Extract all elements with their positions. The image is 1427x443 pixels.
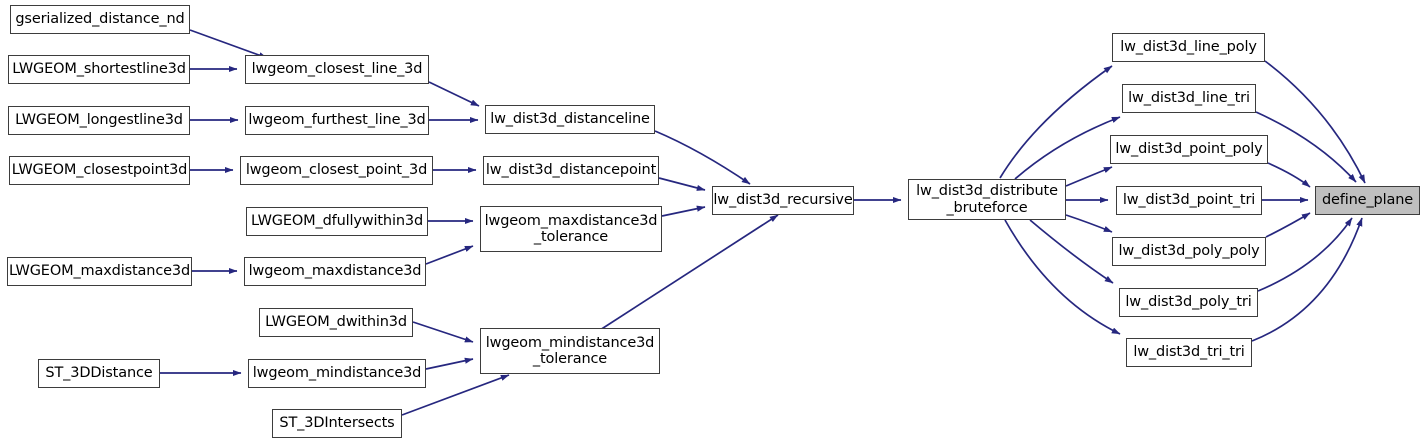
edge-lw_dist3d_distanceline-lw_dist3d_recursive xyxy=(654,130,751,185)
edge-lwgeom_maxdistance3d-lwgeom_maxdistance3d_tolerance xyxy=(425,245,474,265)
edge-lwgeom_closest_line_3d-lw_dist3d_distanceline xyxy=(428,81,480,107)
graph-node-ST_3DDistance[interactable]: ST_3DDistance xyxy=(38,359,160,388)
edge-lw_dist3d_distancepoint-lw_dist3d_recursive xyxy=(658,177,706,191)
graph-node-lwgeom_maxdistance3d_tolerance[interactable]: lwgeom_maxdistance3d _tolerance xyxy=(480,206,662,252)
graph-node-lw_dist3d_distribute_bruteforce[interactable]: lw_dist3d_distribute _bruteforce xyxy=(908,179,1066,220)
graph-node-define_plane[interactable]: define_plane xyxy=(1315,186,1420,215)
graph-node-lwgeom_mindistance3d[interactable]: lwgeom_mindistance3d xyxy=(248,359,426,388)
edge-lw_dist3d_distribute_bruteforce-lw_dist3d_line_poly xyxy=(999,65,1113,179)
graph-node-lwgeom_furthest_line_3d[interactable]: lwgeom_furthest_line_3d xyxy=(245,106,429,135)
graph-node-lw_dist3d_poly_tri[interactable]: lw_dist3d_poly_tri xyxy=(1119,288,1258,317)
edge-gserialized_distance_nd-lwgeom_closest_line_3d xyxy=(189,29,268,59)
graph-node-lwgeom_closest_point_3d[interactable]: lwgeom_closest_point_3d xyxy=(240,156,433,185)
edge-lw_dist3d_poly_poly-define_plane xyxy=(1265,212,1311,238)
edge-lw_dist3d_tri_tri-define_plane xyxy=(1251,217,1363,342)
graph-node-lw_dist3d_point_tri[interactable]: lw_dist3d_point_tri xyxy=(1116,186,1262,215)
graph-node-lw_dist3d_point_poly[interactable]: lw_dist3d_point_poly xyxy=(1110,135,1268,164)
edge-LWGEOM_dwithin3d-lwgeom_mindistance3d_tolerance xyxy=(412,321,474,343)
graph-node-ST_3DIntersects[interactable]: ST_3DIntersects xyxy=(272,409,402,438)
edge-lw_dist3d_distribute_bruteforce-lw_dist3d_line_tri xyxy=(1014,116,1121,180)
graph-node-lw_dist3d_recursive[interactable]: lw_dist3d_recursive xyxy=(712,186,854,215)
graph-node-lw_dist3d_distancepoint[interactable]: lw_dist3d_distancepoint xyxy=(483,156,659,185)
graph-node-LWGEOM_dwithin3d[interactable]: LWGEOM_dwithin3d xyxy=(259,308,413,337)
edge-lw_dist3d_point_poly-define_plane xyxy=(1267,162,1311,188)
graph-node-lw_dist3d_poly_poly[interactable]: lw_dist3d_poly_poly xyxy=(1112,237,1266,266)
graph-node-lw_dist3d_line_tri[interactable]: lw_dist3d_line_tri xyxy=(1122,84,1256,113)
graph-node-LWGEOM_longestline3d[interactable]: LWGEOM_longestline3d xyxy=(8,106,190,135)
edge-lwgeom_mindistance3d-lwgeom_mindistance3d_tolerance xyxy=(425,357,474,370)
edge-lw_dist3d_distribute_bruteforce-lw_dist3d_tri_tri xyxy=(1004,219,1121,335)
edge-lw_dist3d_line_poly-define_plane xyxy=(1264,60,1366,184)
graph-node-gserialized_distance_nd[interactable]: gserialized_distance_nd xyxy=(10,5,190,34)
graph-node-lw_dist3d_line_poly[interactable]: lw_dist3d_line_poly xyxy=(1112,33,1265,62)
graph-node-LWGEOM_dfullywithin3d[interactable]: LWGEOM_dfullywithin3d xyxy=(246,207,428,236)
graph-node-LWGEOM_maxdistance3d[interactable]: LWGEOM_maxdistance3d xyxy=(7,257,192,286)
graph-node-LWGEOM_shortestline3d[interactable]: LWGEOM_shortestline3d xyxy=(8,55,190,84)
graph-node-lwgeom_maxdistance3d[interactable]: lwgeom_maxdistance3d xyxy=(244,257,426,286)
graph-node-lw_dist3d_distanceline[interactable]: lw_dist3d_distanceline xyxy=(485,105,655,134)
edge-lwgeom_maxdistance3d_tolerance-lw_dist3d_recursive xyxy=(661,205,706,217)
edge-lw_dist3d_distribute_bruteforce-lw_dist3d_poly_tri xyxy=(1029,219,1114,284)
graph-node-lwgeom_closest_line_3d[interactable]: lwgeom_closest_line_3d xyxy=(245,55,429,84)
edge-lw_dist3d_distribute_bruteforce-lw_dist3d_poly_poly xyxy=(1065,214,1113,233)
edge-lw_dist3d_distribute_bruteforce-lw_dist3d_point_poly xyxy=(1065,166,1113,187)
graph-node-lw_dist3d_tri_tri[interactable]: lw_dist3d_tri_tri xyxy=(1126,338,1252,367)
edge-lw_dist3d_poly_tri-define_plane xyxy=(1257,217,1353,292)
graph-node-lwgeom_mindistance3d_tolerance[interactable]: lwgeom_mindistance3d _tolerance xyxy=(480,328,660,374)
graph-node-LWGEOM_closestpoint3d[interactable]: LWGEOM_closestpoint3d xyxy=(9,156,190,185)
edge-lw_dist3d_line_tri-define_plane xyxy=(1255,111,1357,183)
